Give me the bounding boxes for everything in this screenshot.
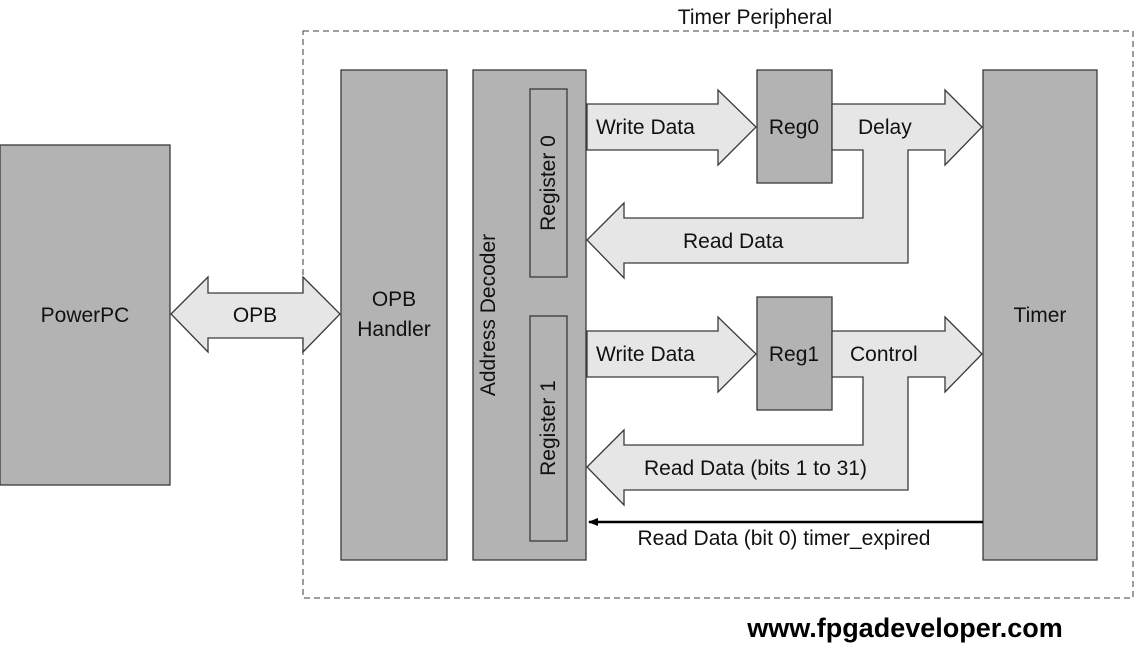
timer-block xyxy=(982,69,1098,561)
reg1-label: Reg1 xyxy=(769,343,819,366)
delay-readback-arrow xyxy=(586,88,983,280)
delay-label: Delay xyxy=(858,116,912,139)
write-data-0-label: Write Data xyxy=(596,116,695,139)
powerpc-block xyxy=(0,144,171,486)
register1-label: Register 1 xyxy=(537,380,560,476)
write-data-0-arrow xyxy=(586,88,757,167)
opb-label: OPB xyxy=(233,304,277,327)
read-data-1-label: Read Data (bits 1 to 31) xyxy=(644,457,867,480)
timer-label: Timer xyxy=(1014,304,1067,327)
reg1-block xyxy=(756,296,833,411)
powerpc-label: PowerPC xyxy=(41,304,130,327)
register0-block xyxy=(529,88,568,278)
read-data-0-label: Read Data xyxy=(683,230,784,253)
website-watermark: www.fpgadeveloper.com xyxy=(746,613,1063,643)
register0-label: Register 0 xyxy=(537,135,560,231)
peripheral-title: Timer Peripheral xyxy=(678,6,832,29)
reg0-label: Reg0 xyxy=(769,116,819,139)
write-data-1-arrow xyxy=(586,315,757,394)
opb-handler-label-1: OPB xyxy=(372,288,416,311)
register1-block xyxy=(529,315,568,542)
write-data-1-label: Write Data xyxy=(596,343,695,366)
control-label: Control xyxy=(850,343,918,366)
timer-expired-label: Read Data (bit 0) timer_expired xyxy=(638,527,931,550)
control-readback-arrow xyxy=(586,315,983,507)
opb-handler-block xyxy=(340,69,448,561)
opb-handler-label-2: Handler xyxy=(357,318,431,341)
address-decoder-label: Address Decoder xyxy=(477,234,500,396)
opb-bus-arrow xyxy=(170,275,341,354)
reg0-block xyxy=(756,69,833,184)
